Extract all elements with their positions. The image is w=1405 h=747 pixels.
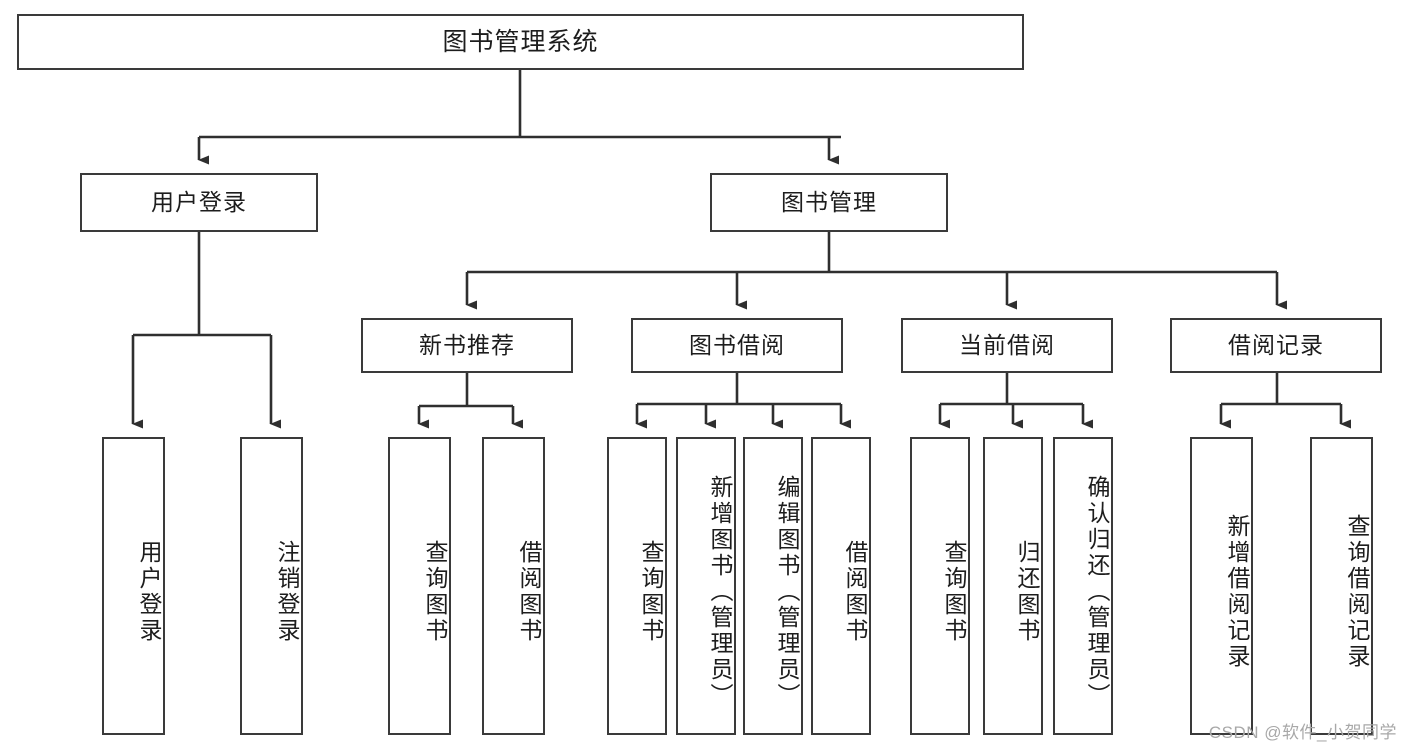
leaf-query-book-new[interactable]: 查询图书 <box>388 437 451 735</box>
node-borrow-record-label: 借阅记录 <box>1228 331 1324 358</box>
leaf-return-book[interactable]: 归还图书 <box>983 437 1043 735</box>
leaf-return-book-label: 归还图书 <box>1014 540 1040 644</box>
watermark-credit: CSDN @软件_小贺同学 <box>1208 723 1397 742</box>
leaf-borrow-book-new-label: 借阅图书 <box>516 540 542 644</box>
leaf-query-book-new-label: 查询图书 <box>422 540 448 644</box>
leaf-query-book-borrow[interactable]: 查询图书 <box>607 437 667 735</box>
leaf-add-book-admin[interactable]: 新增图书（管理员） <box>676 437 736 735</box>
leaf-query-book-borrow-label: 查询图书 <box>638 540 664 644</box>
leaf-query-book-current[interactable]: 查询图书 <box>910 437 970 735</box>
node-borrow-record[interactable]: 借阅记录 <box>1170 318 1382 373</box>
node-book-borrow-label: 图书借阅 <box>689 331 785 358</box>
leaf-add-book-admin-label: 新增图书（管理员） <box>707 475 733 709</box>
leaf-borrow-book-new[interactable]: 借阅图书 <box>482 437 545 735</box>
leaf-query-borrow-record-label: 查询借阅记录 <box>1344 514 1370 670</box>
leaf-borrow-book-borrow-label: 借阅图书 <box>842 540 868 644</box>
node-book-management[interactable]: 图书管理 <box>710 173 948 232</box>
leaf-confirm-return-admin[interactable]: 确认归还（管理员） <box>1053 437 1113 735</box>
leaf-user-login-label: 用户登录 <box>136 540 162 644</box>
leaf-borrow-book-borrow[interactable]: 借阅图书 <box>811 437 871 735</box>
node-current-borrow-label: 当前借阅 <box>959 331 1055 358</box>
leaf-query-borrow-record[interactable]: 查询借阅记录 <box>1310 437 1373 735</box>
leaf-logout[interactable]: 注销登录 <box>240 437 303 735</box>
leaf-add-borrow-record-label: 新增借阅记录 <box>1224 514 1250 670</box>
node-book-borrow[interactable]: 图书借阅 <box>631 318 843 373</box>
node-user-login-label: 用户登录 <box>151 188 247 215</box>
leaf-user-login[interactable]: 用户登录 <box>102 437 165 735</box>
leaf-confirm-return-admin-label: 确认归还（管理员） <box>1084 475 1110 709</box>
node-root-label: 图书管理系统 <box>442 28 599 56</box>
node-new-book-recommend[interactable]: 新书推荐 <box>361 318 573 373</box>
leaf-edit-book-admin-label: 编辑图书（管理员） <box>774 475 800 709</box>
leaf-add-borrow-record[interactable]: 新增借阅记录 <box>1190 437 1253 735</box>
node-current-borrow[interactable]: 当前借阅 <box>901 318 1113 373</box>
node-root-system[interactable]: 图书管理系统 <box>17 14 1024 70</box>
node-new-book-recommend-label: 新书推荐 <box>419 331 515 358</box>
leaf-logout-label: 注销登录 <box>274 540 300 644</box>
node-book-management-label: 图书管理 <box>781 188 877 215</box>
leaf-query-book-current-label: 查询图书 <box>941 540 967 644</box>
node-user-login[interactable]: 用户登录 <box>80 173 318 232</box>
leaf-edit-book-admin[interactable]: 编辑图书（管理员） <box>743 437 803 735</box>
